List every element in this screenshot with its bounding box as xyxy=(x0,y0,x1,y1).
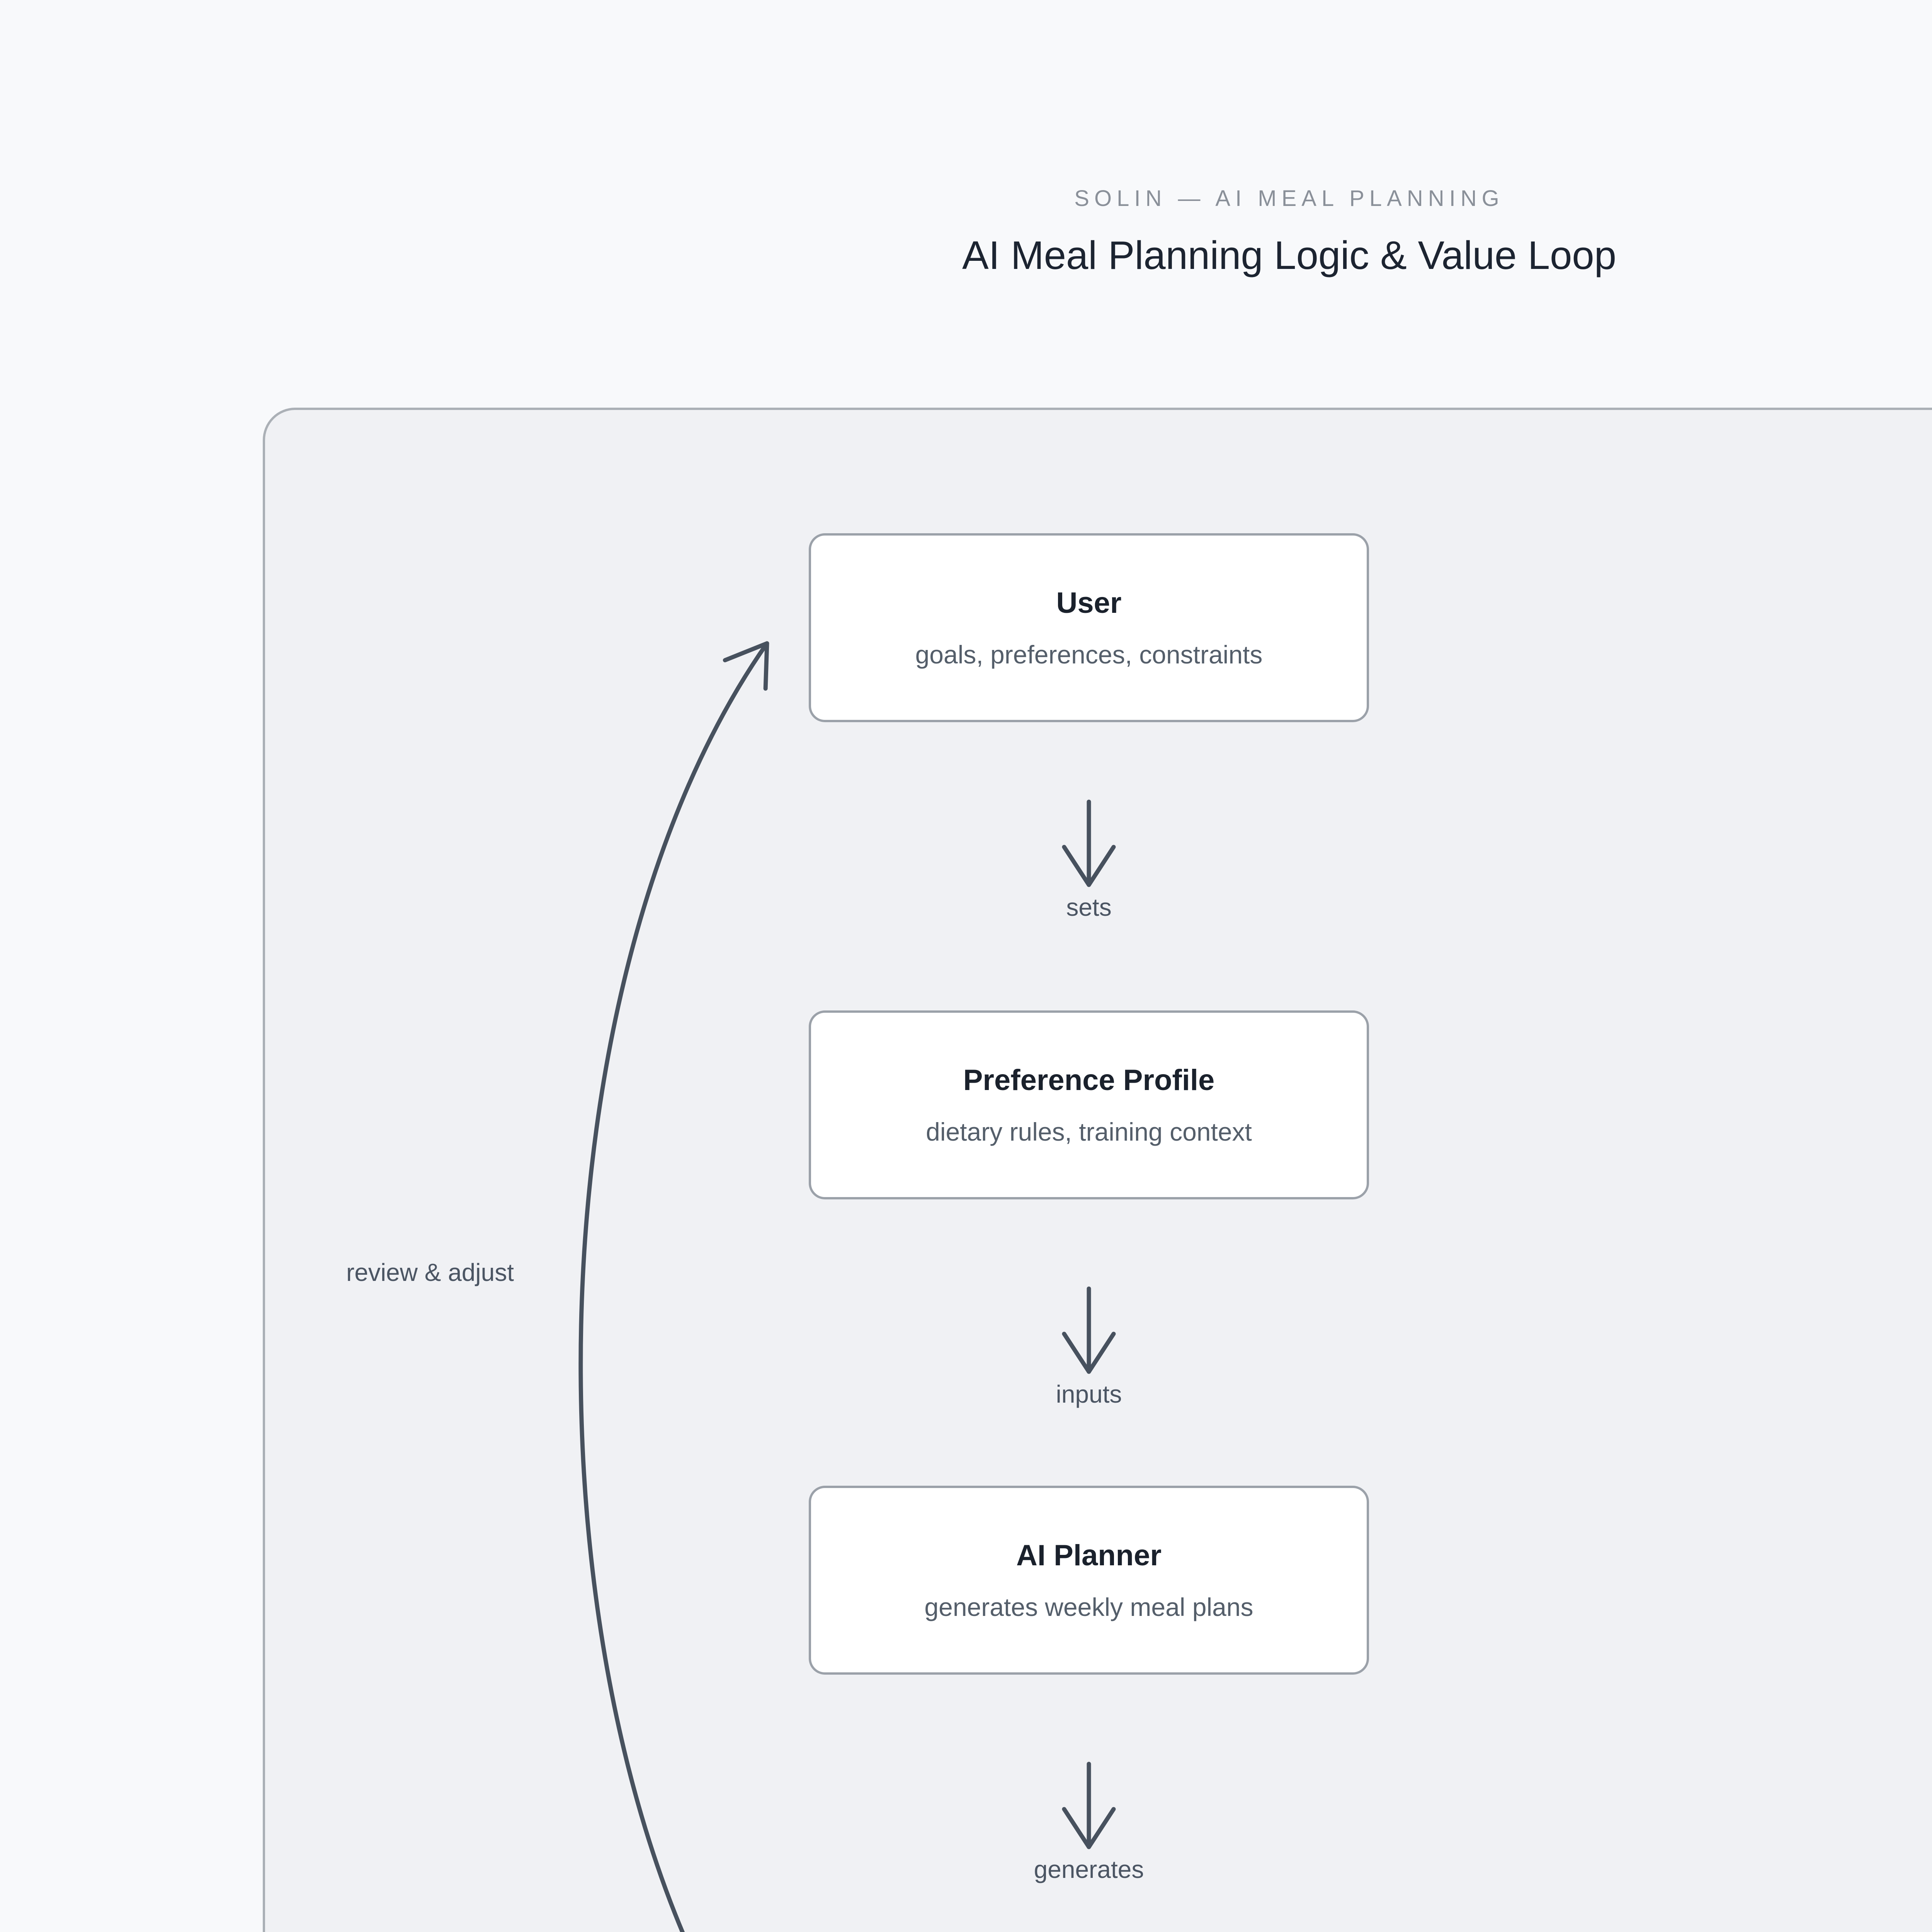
edge-label-review-adjust: review & adjust xyxy=(346,1259,514,1286)
node-preference-profile-title: Preference Profile xyxy=(963,1063,1215,1097)
node-preference-profile: Preference Profile dietary rules, traini… xyxy=(809,1010,1369,1199)
page-title: AI Meal Planning Logic & Value Loop xyxy=(962,233,1616,277)
node-user-title: User xyxy=(1056,586,1122,619)
eyebrow-label: SOLIN — AI MEAL PLANNING xyxy=(1074,186,1504,211)
node-ai-planner-title: AI Planner xyxy=(1016,1539,1162,1572)
edge-label-generates: generates xyxy=(1034,1855,1144,1883)
node-ai-planner: AI Planner generates weekly meal plans xyxy=(809,1486,1369,1675)
edge-label-inputs: inputs xyxy=(1056,1380,1122,1408)
node-user-subtitle: goals, preferences, constraints xyxy=(915,640,1263,669)
node-preference-profile-subtitle: dietary rules, training context xyxy=(926,1117,1252,1146)
node-ai-planner-subtitle: generates weekly meal plans xyxy=(924,1592,1253,1621)
edge-label-sets: sets xyxy=(1066,893,1112,921)
node-user: User goals, preferences, constraints xyxy=(809,533,1369,722)
